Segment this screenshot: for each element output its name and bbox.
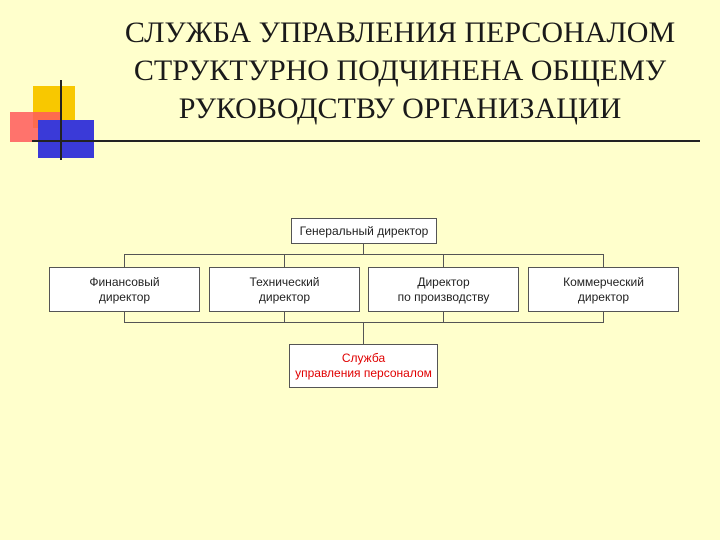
ceo-box: Генеральный директор <box>291 218 437 244</box>
director-label-line2: директор <box>258 289 311 304</box>
director-box-commercial: Коммерческий директор <box>528 267 679 312</box>
director-label-line2: директор <box>577 289 630 304</box>
hr-service-box: Служба управления персоналом <box>289 344 438 388</box>
director-label-line1: Технический <box>249 274 320 289</box>
connector-ceo-down <box>363 244 364 254</box>
slide-title: СЛУЖБА УПРАВЛЕНИЯ ПЕРСОНАЛОМ СТРУКТУРНО … <box>80 14 720 128</box>
director-label-line2: по производству <box>397 289 490 304</box>
director-label-line2: директор <box>98 289 151 304</box>
connector-top-bar <box>124 254 604 255</box>
director-box-technical: Технический директор <box>209 267 360 312</box>
connector-dir2-down <box>284 312 285 322</box>
connector-dir2-up <box>284 254 285 267</box>
decor-blue-square <box>38 120 94 158</box>
connector-dir1-up <box>124 254 125 267</box>
title-line-1: СЛУЖБА УПРАВЛЕНИЯ ПЕРСОНАЛОМ <box>124 16 676 49</box>
connector-dir3-down <box>443 312 444 322</box>
connector-dir4-down <box>603 312 604 322</box>
title-line-2: СТРУКТУРНО ПОДЧИНЕНА ОБЩЕМУ <box>133 54 667 87</box>
connector-bottom-bar <box>124 322 604 323</box>
director-box-production: Директор по производству <box>368 267 519 312</box>
director-box-finance: Финансовый директор <box>49 267 200 312</box>
decor-vertical-line <box>60 80 62 160</box>
ceo-label: Генеральный директор <box>299 223 429 238</box>
connector-hr-up <box>363 322 364 344</box>
connector-dir1-down <box>124 312 125 322</box>
title-line-3: РУКОВОДСТВУ ОРГАНИЗАЦИИ <box>178 92 622 125</box>
hr-label-line1: Служба <box>341 351 386 365</box>
director-label-line1: Директор <box>417 274 470 289</box>
title-underline <box>32 140 700 142</box>
director-label-line1: Коммерческий <box>563 274 644 289</box>
connector-dir3-up <box>443 254 444 267</box>
connector-dir4-up <box>603 254 604 267</box>
director-label-line1: Финансовый <box>89 274 160 289</box>
hr-label-line2: управления персоналом <box>295 366 432 380</box>
